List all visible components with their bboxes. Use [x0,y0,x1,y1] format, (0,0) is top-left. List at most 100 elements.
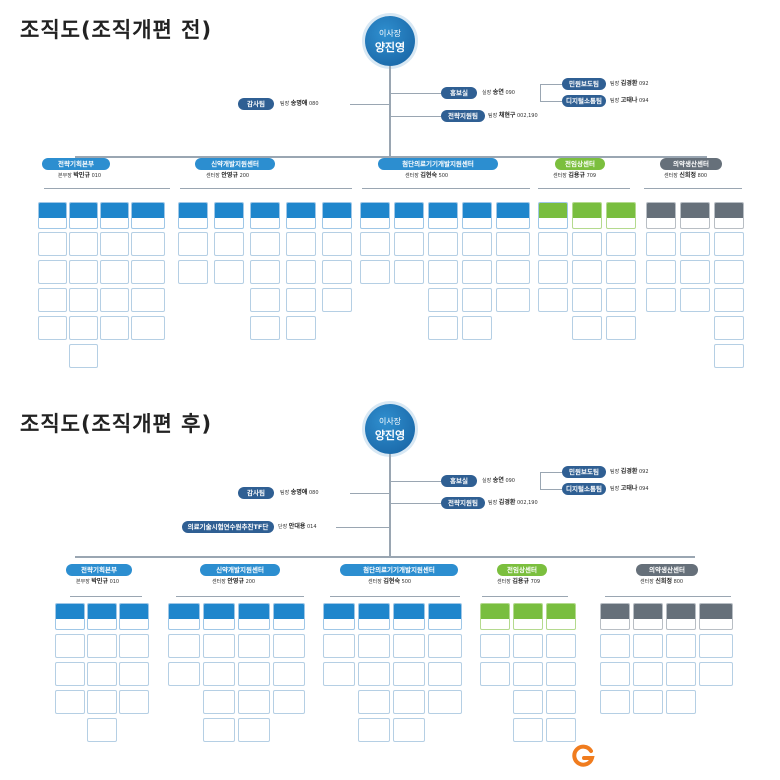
sub-team-cell [462,232,492,256]
sub-team-cell [286,316,316,340]
team-box [273,603,305,630]
sub-team-cell [168,634,200,658]
team-box [203,603,235,630]
sub-team-cell [55,690,85,714]
sub-team-cell [214,260,244,284]
sub-team-cell [203,662,235,686]
sub-team-cell [250,232,280,256]
sub-team-cell [538,232,568,256]
sub-team-cell [203,690,235,714]
division-pill: 전략기획본부 [42,158,110,170]
sub-team-cell [69,232,98,256]
team-box [131,202,165,229]
sub-team-cell [496,288,530,312]
connector [538,188,630,189]
unit-head: 실장 송연 090 [482,89,515,96]
sub-team-cell [168,662,200,686]
sub-team-cell [606,260,636,284]
team-box [393,603,425,630]
unit-pill-pr: 홍보실 [441,87,477,99]
sub-team-cell [100,316,129,340]
ceo-title: 이사장 [378,29,402,38]
connector [391,93,441,94]
team-box [286,202,316,229]
connector [70,596,142,597]
connector [389,66,391,158]
team-box [572,202,602,229]
sub-team-cell [55,662,85,686]
unit-head: 팀장 김경환 092 [610,468,649,475]
connector [540,101,562,102]
sub-team-cell [462,288,492,312]
chart-title-before: 조직도(조직개편 전) [20,18,213,42]
sub-team-cell [393,718,425,742]
team-box [394,202,424,229]
sub-team-cell [714,344,744,368]
sub-team-cell [714,260,744,284]
unit-pill-audit: 감사팀 [238,487,274,499]
sub-team-cell [100,232,129,256]
sub-team-cell [322,288,352,312]
sub-team-cell [214,232,244,256]
sub-team-cell [69,288,98,312]
sub-team-cell [646,288,676,312]
sub-team-cell [606,288,636,312]
sub-team-cell [323,662,355,686]
connector [180,188,352,189]
division-pill: 의약생산센터 [636,564,698,576]
sub-team-cell [666,662,696,686]
sub-team-cell [699,634,733,658]
connector [540,472,541,490]
unit-pill-strategy: 전략지원팀 [441,497,485,509]
sub-team-cell [203,718,235,742]
sub-team-cell [546,718,576,742]
unit-head: 팀장 김경환 092 [610,80,649,87]
sub-team-cell [606,316,636,340]
connector [644,188,742,189]
team-box [214,202,244,229]
sub-team-cell [680,260,710,284]
connector [75,156,707,158]
sub-team-cell [273,690,305,714]
connector [391,503,441,504]
connector [44,188,170,189]
sub-team-cell [428,288,458,312]
unit-pill-digital: 디지털소통팀 [562,483,606,495]
team-box [666,603,696,630]
sub-team-cell [203,634,235,658]
sub-team-cell [358,690,390,714]
sub-team-cell [600,690,630,714]
connector [336,527,390,528]
division-head: 센터장 김현숙 500 [405,172,449,179]
team-box [87,603,117,630]
sub-team-cell [250,260,280,284]
sub-team-cell [699,662,733,686]
unit-pill-audit: 감사팀 [238,98,274,110]
sub-team-cell [358,634,390,658]
connector [391,116,441,117]
team-box [428,202,458,229]
sub-team-cell [238,634,270,658]
sub-team-cell [87,662,117,686]
brand-logo-icon [572,744,595,767]
sub-team-cell [538,288,568,312]
unit-pill-tf: 의료기술시험연수원추진TF단 [182,521,274,533]
connector [540,489,562,490]
sub-team-cell [38,232,67,256]
team-box [360,202,390,229]
sub-team-cell [666,690,696,714]
sub-team-cell [286,260,316,284]
team-box [428,603,462,630]
division-head: 센터장 안영규 200 [212,578,256,585]
sub-team-cell [428,232,458,256]
sub-team-cell [131,288,165,312]
team-box [480,603,510,630]
ceo-name: 양진영 [374,41,406,54]
connector [540,84,562,85]
team-box [714,202,744,229]
sub-team-cell [714,316,744,340]
sub-team-cell [572,316,602,340]
connector [389,454,391,558]
team-box [633,603,663,630]
sub-team-cell [273,662,305,686]
